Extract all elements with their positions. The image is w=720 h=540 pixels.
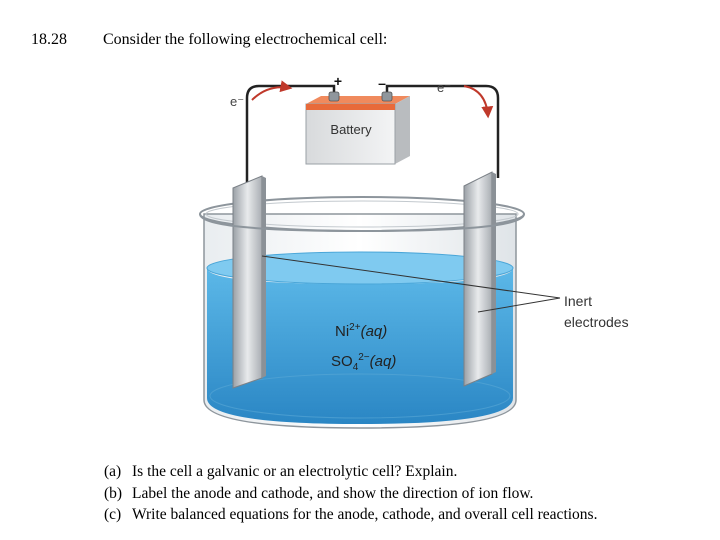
question-text: Write balanced equations for the anode, …	[132, 506, 598, 523]
plus-sign: +	[334, 73, 342, 89]
electron-label-left: e⁻	[230, 94, 244, 109]
leader-line-right	[477, 297, 561, 313]
electron-arrow-right	[463, 85, 494, 119]
ion-label-nickel: Ni2+(aq)	[335, 322, 387, 340]
problem-number: 18.28	[31, 31, 67, 48]
question-tag: (b)	[104, 484, 123, 502]
battery-terminal-negative	[381, 91, 393, 102]
question-tag: (a)	[104, 463, 122, 480]
battery-label: Battery	[330, 122, 372, 137]
battery-terminal-positive	[328, 91, 340, 102]
inert-electrodes-label-line2: electrodes	[564, 314, 629, 330]
question-c: (c) Write balanced equations for the anod…	[104, 504, 597, 526]
wire-right	[385, 84, 500, 178]
question-text: Is the cell a galvanic or an electrolyti…	[132, 463, 458, 480]
question-a: (a) Is the cell a galvanic or an electrol…	[104, 461, 597, 483]
electrode-right	[463, 171, 496, 387]
electrode-left	[232, 175, 266, 389]
question-list: (a) Is the cell a galvanic or an electrol…	[104, 461, 597, 526]
electron-arrow-left	[251, 80, 293, 101]
ion-label-sulfate: SO42−(aq)	[331, 352, 396, 373]
question-b: (b) Label the anode and cathode, and show…	[104, 483, 597, 505]
minus-sign: –	[378, 75, 386, 91]
problem-prompt: Consider the following electrochemical c…	[103, 31, 388, 48]
solution-surface	[206, 251, 514, 285]
wire-left	[245, 84, 336, 192]
battery: Battery	[305, 91, 410, 165]
inert-electrodes-label-line1: Inert	[564, 293, 592, 309]
question-tag: (c)	[104, 506, 122, 523]
question-text: Label the anode and cathode, and show th…	[132, 484, 534, 502]
leader-line-left	[261, 255, 561, 299]
electron-label-right: e⁻	[437, 80, 451, 95]
solution	[207, 268, 513, 424]
